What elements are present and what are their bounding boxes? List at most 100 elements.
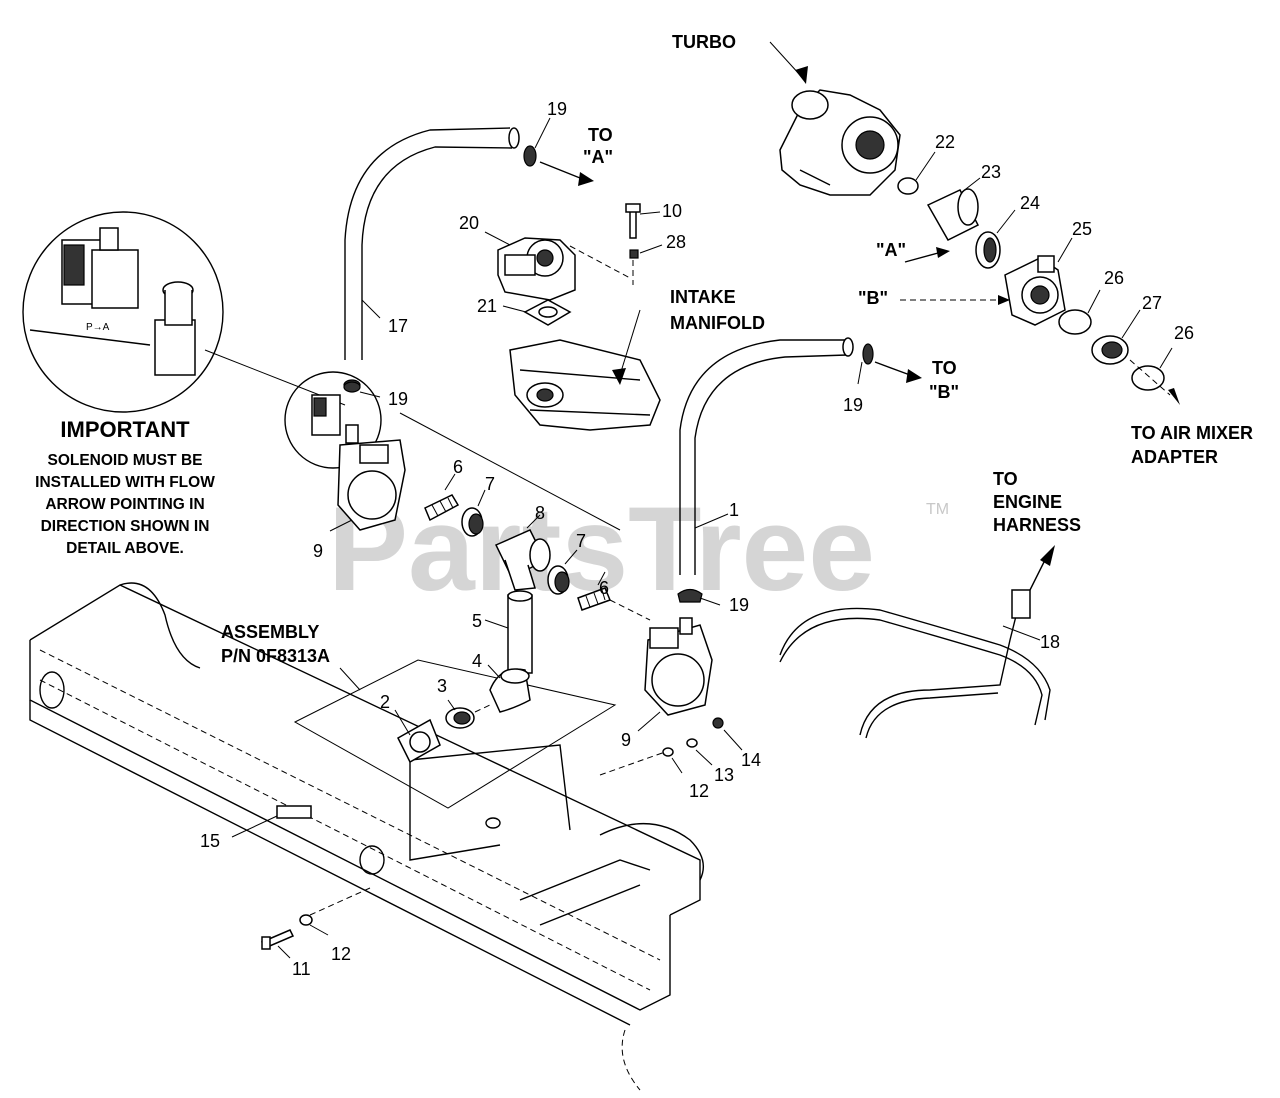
part-number-1: 1 — [729, 500, 739, 520]
note-line-3: ARROW POINTING IN — [45, 496, 204, 513]
bushing-7-left — [461, 489, 486, 537]
label-air-mixer-1: TO AIR MIXER — [1131, 423, 1253, 443]
label-turbo: TURBO — [672, 32, 736, 52]
note-line-2: INSTALLED WITH FLOW — [35, 474, 215, 491]
assembly-outline — [293, 659, 617, 809]
fitting-27 — [1091, 309, 1141, 365]
intake-manifold — [509, 309, 661, 431]
part-number-13: 13 — [714, 765, 734, 785]
part-number-10: 10 — [662, 201, 682, 221]
clamp-19-b — [862, 343, 874, 365]
hose-1 — [679, 337, 854, 575]
nipple-6-left — [424, 473, 460, 522]
label-assembly-1: ASSEMBLY — [221, 622, 319, 642]
part-number-7: 7 — [576, 531, 586, 551]
arrow-to-a — [539, 161, 581, 179]
label-to-a-line1: TO — [588, 125, 613, 145]
part-number-3: 3 — [437, 676, 447, 696]
part-number-5: 5 — [472, 611, 482, 631]
arrow-to-b — [874, 361, 911, 376]
hose-17 — [344, 127, 520, 360]
hose-23 — [926, 177, 981, 241]
valve-9-left — [284, 371, 406, 531]
label-air-mixer-2: ADAPTER — [1131, 447, 1218, 467]
bolt-10-nut-28 — [625, 203, 663, 285]
bolt-11 — [260, 887, 371, 959]
part-number-7: 7 — [485, 474, 495, 494]
note-title: IMPORTANT — [60, 417, 190, 442]
label-a-mark: "A" — [876, 240, 906, 260]
part-number-25: 25 — [1072, 219, 1092, 239]
part-number-27: 27 — [1142, 293, 1162, 313]
part-number-28: 28 — [666, 232, 686, 252]
arrow-a-in — [904, 252, 939, 263]
leader-line-a — [399, 412, 621, 531]
clamp-19-c — [677, 588, 721, 606]
clamp-19-d — [343, 381, 381, 398]
part-number-8: 8 — [535, 503, 545, 523]
note-line-1: SOLENOID MUST BE — [47, 452, 202, 469]
part-number-12: 12 — [689, 781, 709, 801]
part-number-21: 21 — [477, 296, 497, 316]
part-number-24: 24 — [1020, 193, 1040, 213]
watermark-trademark: TM — [926, 501, 949, 518]
adapter-25 — [1004, 237, 1073, 326]
part-number-19: 19 — [843, 395, 863, 415]
part-number-19: 19 — [388, 389, 408, 409]
valve-9-right — [637, 617, 713, 732]
wiring-harness-18 — [779, 545, 1055, 739]
turbo — [769, 41, 901, 196]
part-number-6: 6 — [453, 457, 463, 477]
data-plate — [276, 805, 312, 819]
label-engine-harness-3: HARNESS — [993, 515, 1081, 535]
part-number-26: 26 — [1104, 268, 1124, 288]
clamp-22 — [897, 177, 919, 195]
note-line-4: DIRECTION SHOWN IN — [41, 518, 210, 535]
flange-2 — [394, 709, 441, 764]
part-number-2: 2 — [380, 692, 390, 712]
part-number-17: 17 — [388, 316, 408, 336]
part-number-19: 19 — [729, 595, 749, 615]
o-ring-26-a — [1058, 289, 1101, 335]
part-number-14: 14 — [741, 750, 761, 770]
throttle-body-20 — [484, 231, 631, 301]
part-number-26: 26 — [1174, 323, 1194, 343]
label-to-b-line1: TO — [932, 358, 957, 378]
part-number-15: 15 — [200, 831, 220, 851]
note-line-5: DETAIL ABOVE. — [66, 540, 184, 557]
solenoid-detail-circle: P→A — [22, 211, 224, 413]
part-number-22: 22 — [935, 132, 955, 152]
nipple-3 — [445, 699, 491, 729]
label-assembly-2: P/N 0F8313A — [221, 646, 330, 666]
label-intake-1: INTAKE — [670, 287, 736, 307]
label-intake-2: MANIFOLD — [670, 313, 765, 333]
part-number-6: 6 — [599, 578, 609, 598]
fasteners-12-13-14 — [599, 717, 743, 776]
part-number-11: 11 — [292, 959, 311, 979]
part-number-9: 9 — [621, 730, 631, 750]
part-number-9: 9 — [313, 541, 323, 561]
label-engine-harness-2: ENGINE — [993, 492, 1062, 512]
o-ring-26-b — [1129, 347, 1180, 405]
part-number-19: 19 — [547, 99, 567, 119]
part-number-20: 20 — [459, 213, 479, 233]
clamp-19-a — [523, 117, 551, 167]
label-engine-harness-1: TO — [993, 469, 1018, 489]
label-to-b-line2: "B" — [929, 382, 959, 402]
tee-8 — [494, 514, 551, 591]
part-number-12: 12 — [331, 944, 351, 964]
nipple-6-right — [577, 571, 611, 611]
base-frame — [29, 582, 704, 1091]
part-number-23: 23 — [981, 162, 1001, 182]
elbow-4 — [487, 664, 531, 713]
part-number-18: 18 — [1040, 632, 1060, 652]
label-to-a-line2: "A" — [583, 147, 613, 167]
bushing-7-right — [547, 549, 578, 595]
label-b-mark: "B" — [858, 288, 888, 308]
clamp-24 — [975, 209, 1016, 269]
gasket-21 — [502, 299, 572, 326]
part-number-4: 4 — [472, 651, 482, 671]
svg-text:P→A: P→A — [86, 322, 110, 333]
